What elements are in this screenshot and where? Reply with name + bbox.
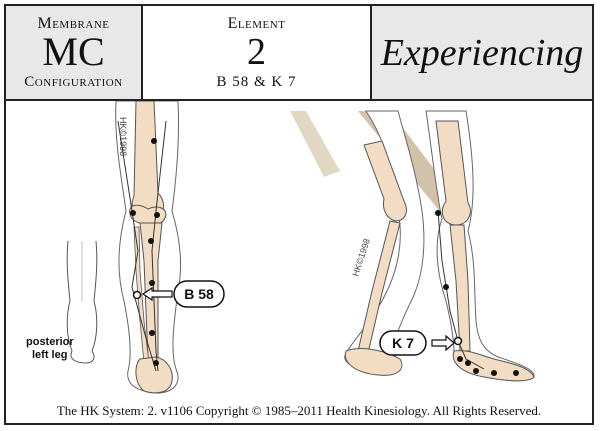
element-points: B 58 & K 7 [216,74,297,90]
k7-badge [379,330,427,356]
right-watermark: HK©1998 [350,237,372,277]
inset-caption: posterior left leg [26,336,74,362]
card-header: Membrane MC Configuration Element 2 B 58… [6,6,592,101]
membrane-label: Membrane [37,15,110,32]
element-label: Element [227,15,286,32]
inset-caption-line-2: left leg [32,349,68,361]
copyright-footer: The HK System: 2. v1106 Copyright © 1985… [56,403,542,418]
inset-leg-outline [66,240,98,364]
b58-arrow-icon [141,286,173,302]
k7-arrow-icon [431,334,455,352]
inset-caption-line-1: posterior [26,336,74,348]
element-cell: Element 2 B 58 & K 7 [143,6,372,99]
b58-badge [173,280,225,308]
reference-card: Membrane MC Configuration Element 2 B 58… [4,4,594,425]
k7-label: K 7 [392,335,414,351]
element-number: 2 [247,31,266,73]
left-watermark: HK©1998 [118,117,128,156]
right-legs-figure: HK©1998 K 7 [290,110,535,382]
illustration: HK©1998 B 58 [66,101,535,394]
left-leg-figure: HK©1998 B 58 [115,101,225,394]
b58-label: B 58 [184,286,214,302]
mode-title: Experiencing [380,32,584,74]
configuration-label: Configuration [24,74,123,90]
membrane-cell: Membrane MC Configuration [6,6,143,99]
membrane-code: MC [42,29,105,74]
mode-cell: Experiencing [372,6,592,99]
